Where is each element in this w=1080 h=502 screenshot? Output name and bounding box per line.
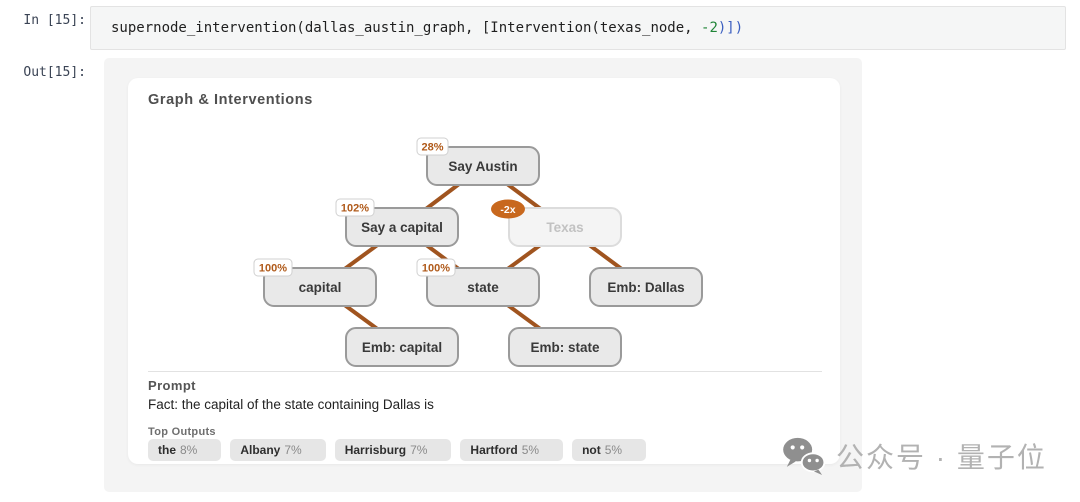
top-outputs-heading: Top Outputs bbox=[148, 426, 216, 438]
code-text: supernode_intervention(dallas_austin_gra… bbox=[111, 20, 702, 36]
intervention-graph: Say Austin 28% Say a capital 102% Texas -2x ca… bbox=[253, 137, 703, 367]
graph-node-emb_dallas[interactable]: Emb: Dallas bbox=[589, 267, 703, 307]
output-probability: 8% bbox=[180, 443, 198, 457]
output-token: Hartford bbox=[470, 443, 518, 457]
attribution-badge bbox=[253, 258, 293, 277]
output-token: Albany bbox=[240, 443, 281, 457]
intervention-badge-label: -2x bbox=[500, 204, 515, 216]
card-title: Graph & Interventions bbox=[148, 92, 313, 108]
code-number-literal: -2 bbox=[701, 20, 718, 36]
graph-node-label: Emb: Dallas bbox=[607, 280, 684, 295]
attribution-badge-label: 100% bbox=[422, 263, 450, 275]
attribution-badge-label: 28% bbox=[421, 142, 443, 154]
output-area: Graph & Interventions Say Austin 28% Say a… bbox=[104, 58, 862, 492]
section-divider bbox=[148, 371, 822, 372]
graph-node-say_a_capital[interactable]: Say a capital 102% bbox=[335, 198, 459, 247]
graph-node-capital[interactable]: capital 100% bbox=[253, 258, 377, 307]
graph-node-label: state bbox=[467, 280, 499, 295]
attribution-badge bbox=[416, 137, 449, 156]
output-probability: 5% bbox=[604, 443, 623, 457]
graph-node-label: Say a capital bbox=[361, 220, 443, 235]
graph-node-state[interactable]: state 100% bbox=[416, 258, 540, 307]
code-closing-brackets: )]) bbox=[717, 20, 744, 36]
graph-node-emb_state[interactable]: Emb: state bbox=[508, 327, 622, 367]
output-token: not bbox=[582, 443, 601, 457]
attribution-badge bbox=[335, 198, 375, 217]
graph-node-label: Say Austin bbox=[448, 159, 517, 174]
watermark: 公众号 · 量子位 bbox=[782, 436, 1047, 476]
attribution-badge-label: 100% bbox=[259, 263, 287, 275]
graph-node-label: Emb: state bbox=[530, 340, 600, 355]
graph-node-emb_capital[interactable]: Emb: capital bbox=[345, 327, 459, 367]
output-token: the bbox=[158, 443, 176, 457]
attribution-badge-label: 102% bbox=[341, 203, 369, 215]
graph-node-label: Emb: capital bbox=[362, 340, 442, 355]
wechat-icon bbox=[783, 437, 826, 475]
output-token: Harrisburg bbox=[344, 443, 407, 457]
graph-node-say_austin[interactable]: Say Austin 28% bbox=[416, 137, 540, 186]
output-probability: 7% bbox=[410, 443, 428, 457]
intervention-badge bbox=[491, 199, 525, 219]
graph-interventions-card: Graph & Interventions Say Austin 28% Say a… bbox=[128, 78, 840, 464]
output-probability: 5% bbox=[521, 443, 540, 457]
prompt-text: Fact: the capital of the state containin… bbox=[148, 397, 434, 412]
code-input-cell[interactable]: supernode_intervention(dallas_austin_gra… bbox=[90, 6, 1066, 50]
watermark-text: 公众号 · 量子位 bbox=[836, 442, 1047, 473]
graph-node-texas[interactable]: Texas -2x bbox=[491, 199, 622, 247]
input-prompt-label: In [15]: bbox=[23, 13, 86, 28]
attribution-badge bbox=[416, 258, 456, 277]
graph-node-label: Texas bbox=[546, 220, 583, 235]
graph-node-label: capital bbox=[299, 280, 342, 295]
prompt-heading: Prompt bbox=[148, 378, 196, 393]
output-chip-the: the 8% bbox=[148, 439, 222, 461]
output-prompt-label: Out[15]: bbox=[23, 65, 86, 80]
output-probability: 7% bbox=[284, 443, 302, 457]
